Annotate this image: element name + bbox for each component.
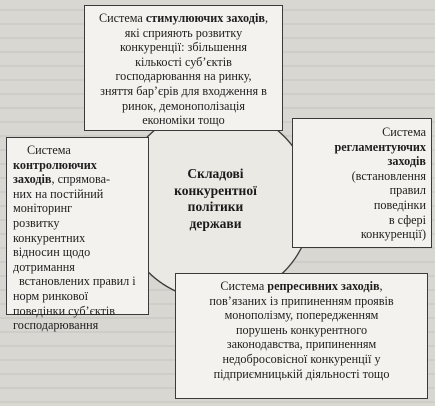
box-text: , спрямова- — [51, 172, 111, 187]
box-line: Система стимулюючих заходів, — [91, 11, 276, 26]
box-line: економіки тощо — [142, 113, 225, 128]
box-line: конкурентних — [13, 230, 86, 245]
box-line: моніторинг — [13, 201, 73, 216]
box-line: які сприяють розвитку — [124, 25, 243, 40]
box-line: встановлених правил і — [19, 274, 136, 289]
center-title-line: політики — [187, 199, 244, 214]
box-line: кількості суб’єктів — [135, 54, 232, 69]
box-line: них на постійний — [13, 186, 104, 201]
box-line: монополізму, попередженням — [224, 308, 379, 323]
box-line: заходів — [297, 154, 427, 169]
box-line: порушень конкурентного — [235, 322, 368, 337]
box-line: регламентуючих — [297, 140, 426, 155]
box-text: , — [264, 11, 268, 25]
stimulating-measures-box: Система стимулюючих заходів, які сприяют… — [84, 5, 283, 131]
box-line: підприємницькій діяльності тощо — [213, 366, 390, 381]
box-text-bold: стимулюючих заходів — [145, 11, 265, 25]
box-line: ринок, демонополізація — [122, 98, 245, 113]
repressive-measures-box: Система репресивних заходів, пов’язаних … — [175, 273, 428, 399]
regulating-measures-box: Система регламентуючих заходів (встановл… — [292, 118, 432, 248]
box-line: пов’язаних із припиненням проявів — [209, 293, 394, 308]
box-line: розвитку — [13, 215, 60, 230]
box-line: норм ринкової — [13, 288, 88, 303]
box-text: Система — [99, 11, 146, 25]
box-line: Система — [27, 143, 71, 157]
box-text-bold: заходів — [13, 172, 52, 187]
box-line: в сфері — [388, 212, 426, 227]
center-title-line: Складові — [187, 166, 244, 181]
box-line: поведінки суб’єктів — [13, 303, 116, 318]
box-line: Система репресивних заходів, — [180, 279, 423, 294]
box-line: заходів, спрямова- — [13, 172, 144, 187]
box-line: контролюючих — [13, 158, 144, 173]
controlling-measures-box: Система контролюючих заходів, спрямова- … — [6, 137, 149, 332]
box-text-bold: контролюючих — [13, 157, 97, 172]
box-line: господарювання на ринку, — [115, 69, 252, 84]
box-line: конкуренції) — [360, 227, 426, 242]
box-line: правил — [389, 183, 426, 198]
box-text: , — [379, 279, 383, 293]
box-line: дотримання — [13, 259, 75, 274]
box-text-bold: репресивних заходів — [267, 279, 380, 293]
box-text-bold: заходів — [387, 154, 427, 169]
box-line: (встановлення — [351, 168, 426, 183]
box-text: Система — [220, 279, 268, 293]
box-line: конкуренції: збільшення — [120, 40, 247, 55]
box-line: зняття бар’єрів для входження в — [100, 83, 267, 98]
box-text-bold: регламентуючих — [334, 139, 426, 154]
center-title-line: держави — [189, 215, 242, 231]
box-line: поведінки — [373, 197, 426, 212]
center-title: Складові конкурентної політики держави — [143, 166, 288, 232]
box-line: недобросовісної конкуренції у — [222, 351, 381, 366]
box-line: господарювання — [13, 318, 99, 333]
box-line: законодавства, припиненням — [226, 337, 377, 352]
box-line: відносин щодо — [13, 245, 91, 260]
center-title-line: конкурентної — [174, 182, 257, 198]
box-line: Система — [382, 125, 426, 139]
